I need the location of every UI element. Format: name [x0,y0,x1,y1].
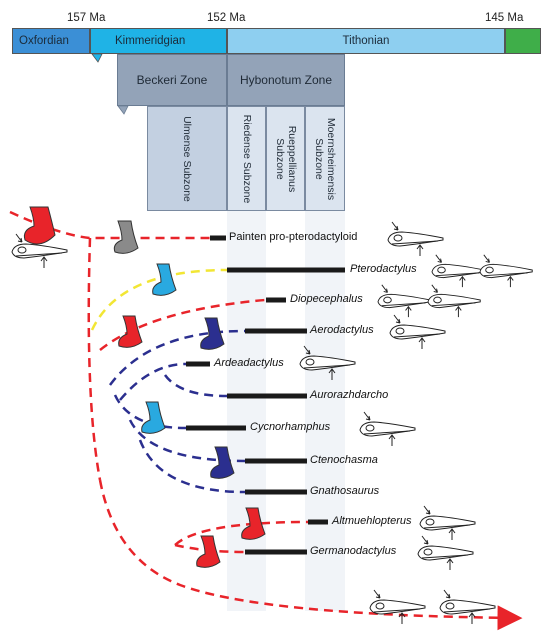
arrow-icon [459,275,466,288]
crest-icon-cyan-lower [141,401,166,434]
shade-moernsheimensis [305,211,345,611]
subzone-ulmense: Ulmense Subzone [147,106,227,211]
arrow-icon [507,275,514,288]
crest-icon-cyan-upper [152,263,177,296]
skull-icon [369,589,426,624]
stage-oxfordian: Oxfordian [12,28,90,54]
zone-hybonotum: Hybonotum Zone [227,54,345,106]
taxon-label-diopecephalus: Diopecephalus [290,293,363,305]
red-branch-diopecephalus [99,298,266,351]
subzone-moernsheimensis: Moernsheimensis Subzone [305,106,345,211]
crest-icon-gray [113,220,139,254]
taxon-label-altmuehlopterus: Altmuehlopterus [332,515,412,527]
arrow-icon [446,558,454,570]
arrow-icon [363,411,371,421]
arrow-icon [418,337,426,349]
zone-hybonotum-label: Hybonotum Zone [239,73,333,87]
range-bars [186,235,345,555]
arrow-icon [421,535,429,545]
crest-icons [23,206,266,568]
arrow-icon [448,528,456,540]
taxon-label-cycnorhamphus: Cycnorhamphus [250,421,331,433]
arrow-icon [483,254,490,263]
taxon-label-painten: Painten pro-pterodactyloid [229,231,358,243]
arrow-icon [455,305,462,318]
skull-icon [389,314,446,349]
red-branch-altmuehlopterus [174,520,309,546]
arrow-icon [373,589,381,599]
taxon-label-aurorazhdarcho: Aurorazhdarcho [310,389,389,401]
stage-tithonian-label: Tithonian [342,35,390,47]
blue-branch-gnathosaurus [138,439,246,494]
arrow-icon [40,256,48,268]
skull-icon [11,233,68,268]
arrow-icon [435,254,442,263]
arrow-icon [388,434,396,446]
skull-icon [377,284,431,318]
arrow-icon [303,345,311,355]
skull-icon [479,254,533,288]
zone-beckeri: Beckeri Zone [117,54,227,106]
shade-riedense [227,211,266,611]
ma-label-145: 145 Ma [485,12,524,24]
crest-icon-red-lower-late [196,535,221,568]
arrow-icon [381,284,388,293]
crest-icon-red-upper-late [241,507,266,540]
taxon-label-germanodactylus: Germanodactylus [310,545,397,557]
arrow-icon [416,244,424,256]
stage-oxfordian-label: Oxfordian [19,35,69,47]
stage-tithonian: Tithonian [227,28,505,54]
subzone-riedense: Riedense Subzone [227,106,266,211]
skull-icon [387,221,444,256]
yellow-branch-pterodactylus [90,268,228,331]
crest-icon-blue-upper [200,317,225,350]
arrow-icon [443,589,451,599]
taxon-label-pterodactylus: Pterodactylus [350,263,417,275]
skull-icon [419,505,476,540]
stage-cretaceous [505,28,541,54]
skull-icon [427,284,481,318]
subzone-rueppellianus: Rueppellianus Subzone [266,106,305,211]
skull-icon [359,411,416,446]
zone-notch [117,105,129,115]
blue-branch-ardeadactylus [119,362,187,401]
arrow-icon [468,612,476,624]
skull-icons [11,221,533,624]
blue-branch-aerodactylus [108,329,246,386]
stage-kimmeridgian: Kimmeridgian [90,28,227,54]
red-branch-painten [9,210,210,240]
taxon-label-aerodactylus: Aerodactylus [310,324,374,336]
arrow-icon [405,305,412,318]
crest-icon-red-mid [118,315,143,348]
skull-icon [431,254,485,288]
red-stem [87,237,102,481]
arrow-icon [431,284,438,293]
arrow-icon [393,314,401,324]
crest-icon-red-base [23,206,56,245]
skull-icon [417,535,474,570]
stage-kimmeridgian-label: Kimmeridgian [115,35,186,47]
stage-notch [91,53,103,63]
ma-label-157: 157 Ma [67,12,106,24]
arrow-icon [398,612,406,624]
arrow-icon [423,505,431,515]
skull-icon [299,345,356,380]
blue-branch-aurorazhdarcho [163,374,228,398]
taxon-label-ctenochasma: Ctenochasma [310,454,378,466]
zone-beckeri-label: Beckeri Zone [136,73,208,87]
ma-label-152: 152 Ma [207,12,246,24]
red-branch-cretaceous [98,479,523,631]
blue-branch-cycnorhamphus [113,394,187,430]
skull-icon [439,589,496,624]
arrow-icon [15,233,23,243]
arrow-icon [328,368,336,380]
crest-icon-blue-lower [210,446,235,479]
taxon-label-gnathosaurus: Gnathosaurus [310,485,380,497]
arrow-icon [391,221,399,231]
taxon-label-ardeadactylus: Ardeadactylus [214,357,284,369]
